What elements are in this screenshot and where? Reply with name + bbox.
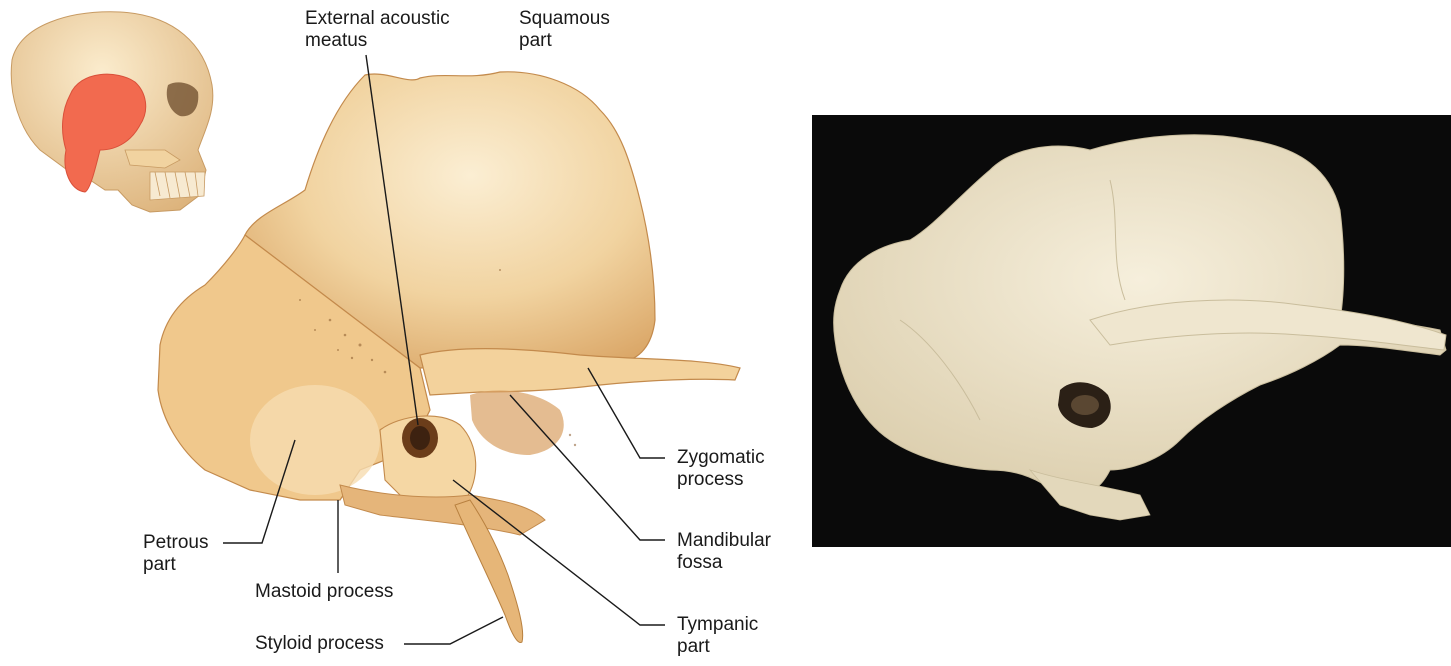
label-mandibular-fossa: Mandibular fossa: [677, 530, 771, 574]
label-tympanic-part: Tympanic part: [677, 614, 758, 658]
label-zygomatic-process: Zygomatic process: [677, 447, 765, 491]
leader-styloid-process: [404, 617, 503, 644]
temporal-bone-illustration: [158, 72, 740, 643]
skull-inset-icon: [11, 12, 213, 212]
label-mastoid-process: Mastoid process: [255, 581, 393, 603]
label-petrous-part: Petrous part: [143, 532, 208, 576]
temporal-bone-photo: [812, 115, 1451, 547]
label-squamous-part: Squamous part: [519, 8, 610, 52]
label-styloid-process: Styloid process: [255, 633, 384, 655]
label-external-acoustic-meatus: External acoustic meatus: [305, 8, 450, 52]
